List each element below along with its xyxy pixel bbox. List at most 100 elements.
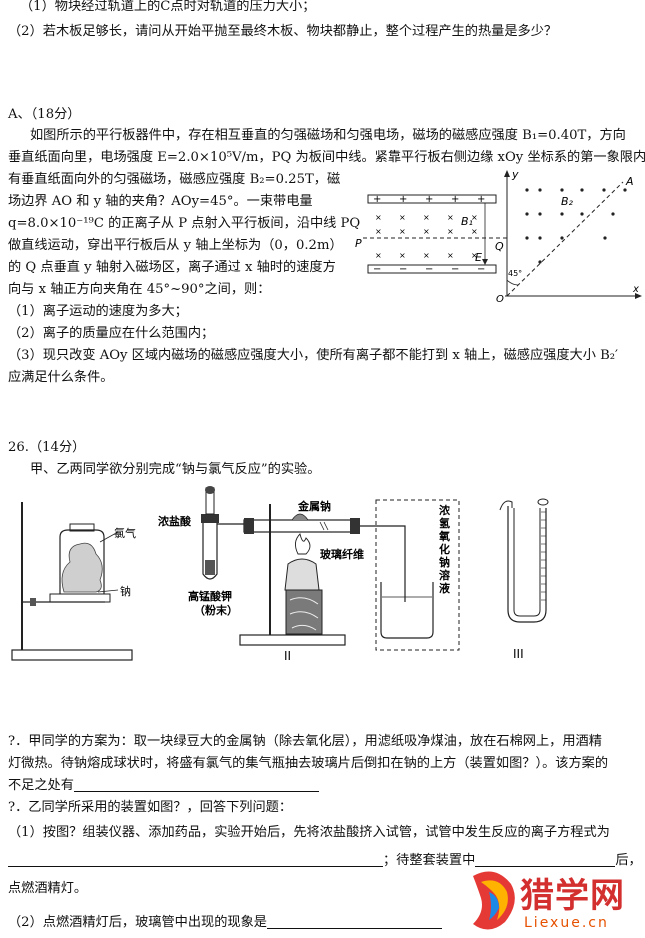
minus-sign: − xyxy=(477,264,485,275)
beaker xyxy=(380,582,434,639)
top-question-1: （1）物块经过轨道上的C点时对轨道的压力大小； xyxy=(20,0,316,14)
top-question-2: （2）若木板足够长，请问从开始平抛至最终木板、物块都静止，整个过程产生的热量是多… xyxy=(8,24,558,39)
field-dot xyxy=(560,188,564,192)
section-a-q3-line1: （3）现只改变 AOy 区域内磁场的磁感应强度大小，使所有离子都不能打到 x 轴… xyxy=(8,348,619,363)
p3-c-text: 后， xyxy=(615,853,642,868)
label-hcl: 浓盐酸 xyxy=(158,514,192,528)
field-dot xyxy=(611,212,615,216)
field-cross: × xyxy=(423,227,430,236)
section-a-q3-line2: 应满足什么条件。 xyxy=(8,370,114,385)
field-cross: × xyxy=(447,213,454,222)
field-cross: × xyxy=(375,213,382,222)
field-dot xyxy=(525,236,529,240)
field-dot xyxy=(623,188,627,192)
chemistry-figure: 氯气 钠 浓盐酸 高锰酸钾 （粉末） 金属钠 玻璃纤维 II 浓氢氧化钠溶液 xyxy=(11,486,549,663)
label-sodium: 钠 xyxy=(120,584,131,598)
section-a-line-6: 做直线运动，穿出平行板后从 y 轴上坐标为（0，0.2m） xyxy=(8,238,343,253)
answer-blank-2[interactable] xyxy=(8,852,383,867)
logo-url: Liexue.cn xyxy=(524,915,609,931)
physics-figure: + + + + + − − − − − × × × × × × × × × × × × × × × P Q B₁ E y x… xyxy=(355,168,642,303)
label-metal-na: 金属钠 xyxy=(297,499,331,513)
field-dot xyxy=(538,188,542,192)
label-chlorine: 氯气 xyxy=(114,526,136,540)
field-cross: × xyxy=(399,227,406,236)
section-26-p1-line2: 灯微热。待钠熔成球状时，将盛有氯气的集气瓶抽去玻璃片后倒扣在钠的上方（装置如图？… xyxy=(8,756,609,771)
label-o: O xyxy=(496,294,504,303)
label-b2: B₂ xyxy=(561,195,574,208)
plus-sign: + xyxy=(373,194,381,205)
section-a-line-4: 场边界 AO 和 y 轴的夹角？AOy=45°。一束带电量 xyxy=(8,194,313,209)
section-26-p2: ?．乙同学所采用的装置如图？，回答下列问题： xyxy=(8,800,293,815)
answer-blank-4[interactable] xyxy=(266,914,442,929)
field-cross: × xyxy=(447,251,454,260)
minus-sign: − xyxy=(373,264,381,275)
field-dot xyxy=(525,188,529,192)
section-a-line-8: 向与 x 轴正方向夹角在 45°~90°之间，则： xyxy=(8,282,271,297)
field-dot xyxy=(538,260,542,264)
label-p: P xyxy=(355,237,362,250)
label-kmno4: 高锰酸钾 xyxy=(188,589,232,603)
section-a-line-2: 垂直纸面向里，电场强度 E=2.0×10⁵V/m，PQ 为板间中线。紧靠平行板右… xyxy=(8,150,645,165)
section-26-intro: 甲、乙两同学欲分别完成“钠与氯气反应”的实验。 xyxy=(30,462,321,477)
plus-sign: + xyxy=(451,194,459,205)
field-cross: × xyxy=(375,251,382,260)
field-cross: × xyxy=(471,227,478,236)
apparatus-iii xyxy=(499,498,549,623)
label-b1: B₁ xyxy=(461,215,473,228)
section-a-line-3: 有垂直纸面向外的匀强磁场，磁感应强度 B₂=0.25T，磁 xyxy=(8,172,341,187)
liexue-logo-icon xyxy=(473,871,515,930)
field-dot xyxy=(602,188,606,192)
label-iii: III xyxy=(513,647,524,661)
field-cross: × xyxy=(399,213,406,222)
logo-text: 猎学网 xyxy=(520,876,625,916)
section-26-p3-line1: （1）按图？组装仪器、添加药品，实验开始后，先将浓盐酸挤入试管，试管中发生反应的… xyxy=(8,825,610,840)
section-a-line-5: q=8.0×10⁻¹⁹C 的正离子从 P 点射入平行板间，沿中线 PQ xyxy=(8,216,361,231)
plus-sign: + xyxy=(399,194,407,205)
label-x: x xyxy=(632,284,639,295)
field-cross: × xyxy=(399,251,406,260)
boundary-oa xyxy=(506,181,624,297)
field-dot xyxy=(538,236,542,240)
label-ii: II xyxy=(284,649,291,663)
label-e: E xyxy=(475,251,482,264)
answer-blank-1[interactable] xyxy=(73,777,319,792)
section-26-header: 26.（14分） xyxy=(8,440,86,455)
section-a-line-7: 的 Q 点垂直 y 轴射入磁场区，离子通过 x 轴时的速度方 xyxy=(8,260,336,275)
field-dot xyxy=(603,236,607,240)
section-26-p5: （2）点燃酒精灯后，玻璃管中出现的现象是 xyxy=(8,912,442,934)
section-26-p3-line2: ；待整套装置中 后， xyxy=(8,850,642,872)
minus-sign: − xyxy=(399,264,407,275)
plus-sign: + xyxy=(477,194,485,205)
apparatus-i xyxy=(11,502,133,661)
answer-blank-3[interactable] xyxy=(475,852,616,867)
field-cross: × xyxy=(375,227,382,236)
apparatus-ii xyxy=(201,486,406,646)
section-26-p4: 点燃酒精灯。 xyxy=(8,881,88,896)
label-a: A xyxy=(625,175,634,188)
p3-b-text: ；待整套装置中 xyxy=(383,853,476,868)
label-powder: （粉末） xyxy=(194,603,238,617)
label-y: y xyxy=(511,168,519,181)
minus-sign: − xyxy=(451,264,459,275)
field-cross: × xyxy=(423,213,430,222)
dashed-box xyxy=(375,499,460,651)
field-dot xyxy=(538,212,542,216)
field-dot xyxy=(560,236,564,240)
section-a-q2: （2）离子的质量应在什么范围内； xyxy=(8,326,215,341)
label-angle: 45° xyxy=(508,269,522,278)
section-a-q1: （1）离子运动的速度为多大； xyxy=(8,304,188,319)
label-q: Q xyxy=(495,240,504,253)
field-cross: × xyxy=(423,251,430,260)
field-dot xyxy=(560,212,564,216)
plus-sign: + xyxy=(425,194,433,205)
field-cross: × xyxy=(447,227,454,236)
field-dot xyxy=(525,212,529,216)
field-cross: × xyxy=(471,251,478,260)
field-cross: × xyxy=(471,213,478,222)
minus-sign: − xyxy=(425,264,433,275)
field-dot xyxy=(580,212,584,216)
section-a-line-1: 如图所示的平行板器件中，存在相互垂直的匀强磁场和匀强电场，磁场的磁感应强度 B₁… xyxy=(30,128,626,143)
label-glass-fiber: 玻璃纤维 xyxy=(320,547,364,561)
section-26-p1-line3: 不足之处有 xyxy=(8,775,319,797)
section-a-header: A、（18分） xyxy=(8,107,81,122)
